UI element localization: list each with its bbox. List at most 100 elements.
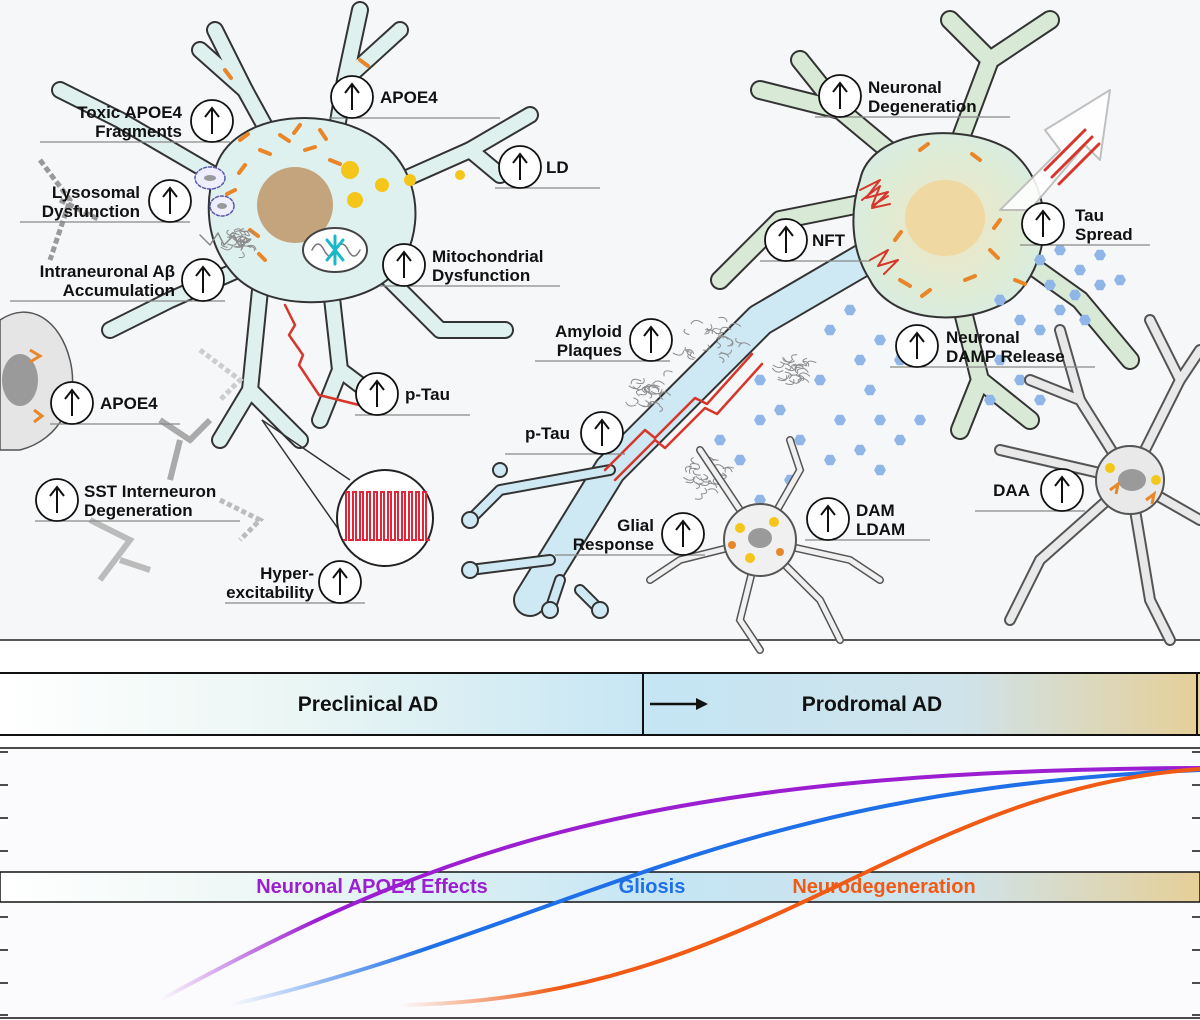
damp-hexagon bbox=[1094, 279, 1106, 291]
stage-bar: Preclinical AD Prodromal AD bbox=[0, 672, 1200, 736]
damp-particles bbox=[714, 244, 1126, 506]
damp-hexagon bbox=[984, 394, 996, 406]
gliosis-label: Gliosis bbox=[619, 876, 686, 898]
damp-hexagon bbox=[1014, 374, 1026, 386]
amyloid-plaque bbox=[672, 316, 751, 364]
microglia-dam bbox=[646, 436, 884, 654]
p-tau-left-badge: p-Tau bbox=[355, 372, 470, 416]
damp-hexagon bbox=[734, 454, 746, 466]
p-tau-right-badge: p-Tau bbox=[505, 411, 625, 455]
daa-label-line-1: DAA bbox=[993, 481, 1030, 500]
damp-hexagon bbox=[844, 304, 856, 316]
damp-hexagon bbox=[894, 434, 906, 446]
damp-hexagon bbox=[1034, 394, 1046, 406]
damp-hexagon bbox=[1074, 264, 1086, 276]
neuronal-degeneration-label-line-1: Neuronal bbox=[868, 78, 942, 97]
apoe4-effects-label: Neuronal APOE4 Effects bbox=[256, 876, 488, 898]
lysosomal-dysfunction-label-line-1: Lysosomal bbox=[52, 183, 140, 202]
dam-ldam-label-line-2: LDAM bbox=[856, 520, 905, 539]
hyperexcitability-label-line-2: excitability bbox=[226, 583, 314, 602]
sst-interneuron-label-line-2: Degeneration bbox=[84, 501, 193, 520]
trajectory-panel: Neuronal APOE4 Effects Gliosis Neurodege… bbox=[0, 747, 1200, 1020]
left-nucleus bbox=[257, 167, 333, 243]
damp-hexagon bbox=[1094, 249, 1106, 261]
amyloid-plaques bbox=[220, 228, 817, 500]
label-badges: Toxic APOE4FragmentsAPOE4LDLysosomalDysf… bbox=[10, 74, 1150, 604]
apoe4-effects-curve bbox=[159, 766, 1200, 1002]
apoe4-glia-badge: APOE4 bbox=[50, 381, 180, 425]
damp-hexagon bbox=[824, 324, 836, 336]
glial-response-label-line-2: Response bbox=[573, 535, 654, 554]
neuronal-damp-label-line-2: DAMP Release bbox=[946, 347, 1065, 366]
damp-hexagon bbox=[994, 294, 1006, 306]
damp-hexagon bbox=[874, 334, 886, 346]
amyloid-plaque bbox=[771, 354, 817, 385]
damp-hexagon bbox=[1034, 324, 1046, 336]
lipid-droplet-badge: LD bbox=[495, 145, 600, 189]
damp-hexagon bbox=[1069, 289, 1081, 301]
tau-filament-left bbox=[283, 303, 361, 407]
damp-hexagon bbox=[1054, 304, 1066, 316]
gliosis-curve bbox=[229, 768, 1200, 1007]
lysosomal-dysfunction-label-line-2: Dysfunction bbox=[42, 202, 140, 221]
glial-response-label-line-1: Glial bbox=[617, 516, 654, 535]
daa-badge: DAA bbox=[975, 468, 1085, 512]
damp-hexagon bbox=[1079, 314, 1091, 326]
damp-hexagon bbox=[1114, 274, 1126, 286]
tau-spread-label-line-2: Spread bbox=[1075, 225, 1133, 244]
damp-hexagon bbox=[774, 404, 786, 416]
intraneuronal-abeta-label-line-2: Accumulation bbox=[63, 281, 175, 300]
apoe4-glia-label-line-1: APOE4 bbox=[100, 394, 158, 413]
lipid-droplet-label-line-1: LD bbox=[546, 158, 569, 177]
amyloid-plaques-label-line-2: Plaques bbox=[557, 341, 622, 360]
damp-hexagon bbox=[994, 354, 1006, 366]
astrocyte-daa bbox=[994, 314, 1200, 646]
intraneuronal-abeta-label-line-1: Intraneuronal Aβ bbox=[40, 262, 175, 281]
sst-interneuron-label-line-1: SST Interneuron bbox=[84, 482, 216, 501]
damp-hexagon bbox=[1034, 254, 1046, 266]
prodromal-ad-label: Prodromal AD bbox=[802, 693, 942, 716]
damp-hexagon bbox=[1044, 279, 1056, 291]
hyperexcitability-badge: Hyper-excitability bbox=[225, 560, 365, 604]
damp-hexagon bbox=[824, 454, 836, 466]
toxic-apoe4-fragments-label-line-2: Fragments bbox=[95, 122, 182, 141]
damp-hexagon bbox=[864, 384, 876, 396]
dam-ldam-label-line-1: DAM bbox=[856, 501, 895, 520]
hyperexcitability-label-line-1: Hyper- bbox=[260, 564, 314, 583]
hyperexcitability-zoom bbox=[261, 419, 434, 567]
damp-hexagon bbox=[714, 434, 726, 446]
lipid-droplets bbox=[341, 161, 465, 208]
damp-hexagon bbox=[754, 374, 766, 386]
neurodegeneration-curve bbox=[399, 767, 1200, 1007]
apoe4-neuron-badge: APOE4 bbox=[330, 75, 500, 119]
amyloid-plaque bbox=[220, 228, 257, 259]
damp-hexagon bbox=[814, 374, 826, 386]
damp-hexagon bbox=[834, 414, 846, 426]
damp-hexagon bbox=[1054, 244, 1066, 256]
apoe4-neuron-label-line-1: APOE4 bbox=[380, 88, 438, 107]
neuronal-damp-label-line-1: Neuronal bbox=[946, 328, 1020, 347]
damp-hexagon bbox=[874, 414, 886, 426]
mitochondrial-dysfunction-label-line-1: Mitochondrial bbox=[432, 247, 543, 266]
damp-hexagon bbox=[874, 464, 886, 476]
nft-tangles bbox=[859, 179, 899, 275]
mitochondrial-dysfunction-label-line-2: Dysfunction bbox=[432, 266, 530, 285]
right-nucleus bbox=[905, 180, 985, 256]
amyloid-plaques-label-line-1: Amyloid bbox=[555, 322, 622, 341]
p-tau-right-label-line-1: p-Tau bbox=[525, 424, 570, 443]
neurodegeneration-label: Neurodegeneration bbox=[792, 876, 975, 898]
nft-badge: NFT bbox=[760, 218, 870, 262]
damp-hexagon bbox=[754, 414, 766, 426]
